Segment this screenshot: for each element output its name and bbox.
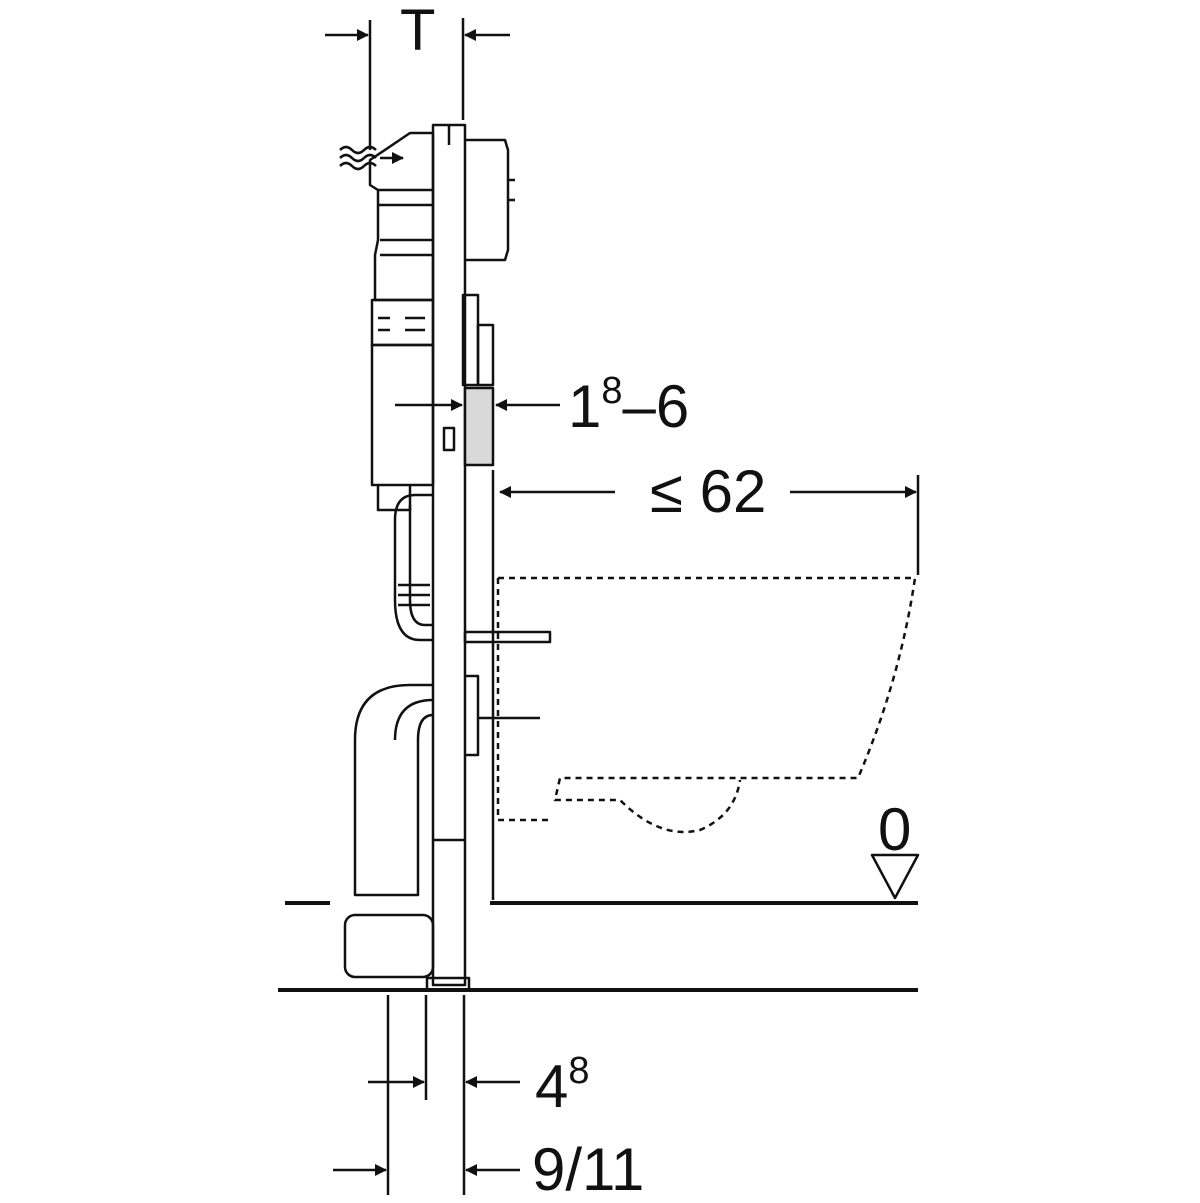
depth-label: T	[400, 0, 436, 63]
max-projection-label: ≤ 62	[650, 458, 767, 525]
drain-bend-inner	[393, 698, 434, 741]
water-wave-1	[339, 145, 377, 155]
frame-rail	[431, 123, 467, 987]
rail-offset-sup: 8	[568, 1050, 590, 1092]
wall-thickness-sup: 8	[601, 370, 623, 412]
drain-bend	[353, 683, 434, 897]
wall-panel-gray	[463, 386, 495, 467]
wall-thickness-label: 18–6	[568, 372, 689, 437]
cistern-ribs	[378, 188, 433, 257]
flush-pipe	[393, 493, 433, 642]
wall-thickness-base: 1	[568, 373, 602, 440]
actuator-box	[465, 138, 510, 262]
pipe-offset-label: 9/11	[532, 1136, 645, 1203]
floor-level-label: 0	[878, 796, 912, 863]
wc-bowl-outline	[496, 576, 917, 834]
water-wave-2	[339, 153, 377, 163]
wall-thickness-suffix: –6	[622, 373, 690, 440]
cistern-middle	[370, 298, 435, 347]
drain-connector	[465, 674, 480, 757]
cistern-clips	[378, 316, 425, 332]
wall-panel-outer	[476, 323, 495, 387]
drain-trap	[343, 913, 435, 979]
flush-pipe-inner	[408, 505, 433, 627]
cistern-top	[368, 131, 435, 302]
flush-pipe-coil	[398, 583, 430, 607]
cistern-outlet	[376, 485, 412, 512]
mounting-bolt	[463, 630, 552, 644]
rail-offset-label: 48	[535, 1052, 590, 1117]
frame-window	[442, 426, 456, 452]
cistern-body	[370, 343, 435, 487]
rail-offset-base: 4	[535, 1053, 569, 1120]
floor-level-triangle	[870, 853, 920, 900]
